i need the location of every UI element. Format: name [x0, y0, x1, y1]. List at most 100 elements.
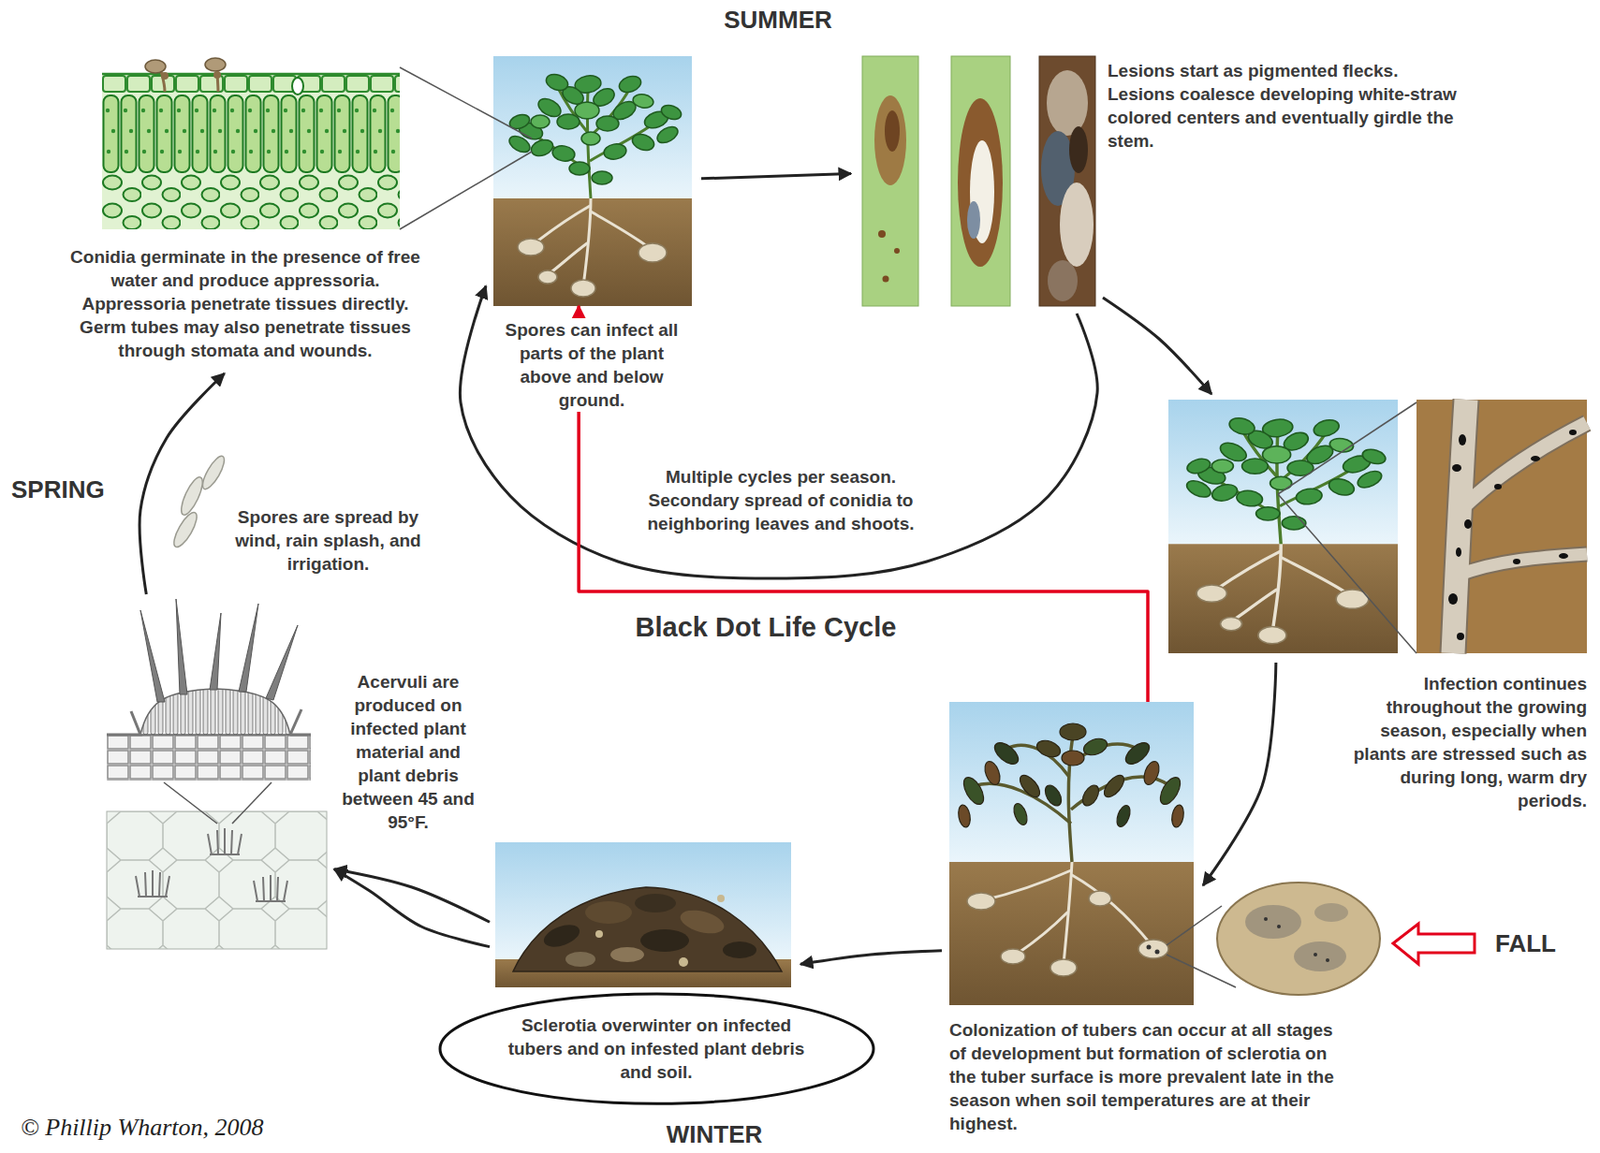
- plant-debris: [585, 901, 632, 925]
- cycle-arrow: [139, 373, 225, 595]
- cycle-arrow: [1203, 662, 1277, 886]
- stem-closeup: [1458, 434, 1467, 446]
- acervuli-surface: [106, 811, 327, 950]
- infection-stage: Spores can infect all parts of the plant…: [493, 56, 692, 307]
- stem-lesions: [1059, 182, 1094, 267]
- conidia-stage: Conidia germinate in the presence of fre…: [58, 58, 437, 367]
- leaf-cross-section: [102, 58, 400, 230]
- acervuli-surface: [106, 811, 327, 950]
- leader-line: [232, 782, 272, 824]
- stem-closeup: [1558, 553, 1569, 559]
- acervulus-section: [140, 610, 165, 703]
- wilting-plant: [983, 862, 1152, 965]
- leader-line: [1277, 494, 1417, 654]
- stem-closeup: [1453, 399, 1467, 654]
- wilting-plant: [1000, 949, 1026, 965]
- wilting-plant: [1088, 891, 1112, 907]
- plant-debris: [495, 842, 792, 988]
- stage-caption: Conidia germinate in the presence of fre…: [58, 245, 433, 363]
- plant-debris: [722, 941, 757, 959]
- stem-closeup: [1530, 455, 1541, 462]
- edge-label: Multiple cycles per season. Secondary sp…: [621, 465, 940, 536]
- leaf-cross-section: [102, 174, 400, 230]
- stem-closeup: [1456, 554, 1587, 576]
- cycle-arrow: [459, 286, 1098, 579]
- wilting-plant: [1170, 804, 1186, 829]
- leaf-cross-section: [213, 71, 221, 79]
- wilting-plant: [949, 862, 1194, 1006]
- leaf-cross-section: [102, 93, 400, 175]
- leader-line: [1166, 906, 1236, 988]
- wilting-plant: [1155, 950, 1160, 955]
- stem-lesions: [874, 95, 907, 186]
- wilting-plant: [1146, 945, 1152, 951]
- wilting-plant: [956, 723, 1186, 829]
- spore-icons: [198, 453, 228, 492]
- leader-line: [1166, 954, 1236, 988]
- stem-closeup: [1464, 519, 1472, 529]
- stage-caption: Infection continues throughout the growi…: [1348, 672, 1587, 813]
- acervulus-section: [238, 603, 259, 692]
- diagram-title: Black Dot Life Cycle: [531, 610, 1000, 645]
- wilting-plant: [967, 893, 996, 911]
- acervuli-surface: [253, 875, 288, 902]
- wilting-plant: [982, 759, 1003, 787]
- wilting-plant: [1121, 738, 1153, 769]
- acervulus-section: [140, 599, 298, 703]
- acervulus-section: [265, 625, 298, 701]
- wilting-plant: [959, 774, 988, 808]
- stage-caption: Lesions start as pigmented flecks. Lesio…: [1107, 58, 1468, 153]
- tuber-closeup: [1325, 958, 1330, 963]
- stem-closeup: [1456, 554, 1587, 576]
- lesion-stage: Lesions start as pigmented flecks. Lesio…: [862, 56, 1096, 307]
- leaf-cross-section: [161, 72, 169, 80]
- wilting-plant: [1156, 774, 1185, 808]
- cycle-arrow: [1102, 297, 1212, 395]
- acervulus-section: [106, 599, 311, 781]
- stage-caption: Acervuli are produced on infected plant …: [337, 670, 480, 835]
- wilting-plant: [1042, 782, 1065, 809]
- plant-debris: [595, 930, 603, 939]
- wilting-plant: [1015, 912, 1068, 955]
- acervulus-section: [106, 709, 311, 735]
- plant-debris: [717, 895, 725, 903]
- tuber-closeup: [1263, 917, 1268, 922]
- stem-lesions: [1046, 70, 1088, 136]
- tuber-closeup: [1217, 882, 1380, 996]
- wilting-plant: [1050, 959, 1077, 977]
- tuber-stage: Colonization of tubers can occur at all …: [949, 702, 1194, 1006]
- leader-line: [1277, 402, 1417, 654]
- stage-caption: Sclerotia overwinter on infected tubers …: [492, 1013, 821, 1085]
- acervuli-surface: [135, 828, 288, 902]
- plant-debris: [677, 906, 727, 939]
- plant-debris: [541, 921, 583, 952]
- wilting-plant: [949, 702, 1194, 1006]
- stem-lesions: [1039, 56, 1096, 307]
- plant-debris: [678, 957, 689, 968]
- stem-closeup: [1455, 547, 1462, 558]
- spore-icons: [176, 474, 206, 518]
- stem-lesions: [862, 56, 1096, 307]
- stem-closeup: [1453, 399, 1587, 654]
- acervuli-surface: [135, 870, 170, 897]
- stem-lesions: [882, 276, 890, 283]
- stem-closeup: [1512, 558, 1521, 565]
- leader-line: [399, 67, 532, 139]
- cycle-arrow: [800, 951, 942, 966]
- leaf-cross-section: [205, 58, 226, 72]
- wilting-plant: [990, 738, 1022, 769]
- plant-debris: [634, 894, 676, 913]
- stage-caption: Spores can infect all parts of the plant…: [498, 318, 686, 412]
- season-label: FALL: [1495, 929, 1589, 958]
- wilting-plant: [1079, 782, 1102, 809]
- acervuli-stage: Acervuli are produced on infected plant …: [106, 601, 327, 950]
- season-label: WINTER: [620, 1121, 808, 1148]
- stem-closeup: [1452, 464, 1462, 472]
- wilting-plant: [1071, 875, 1152, 946]
- stem-closeup: [1460, 423, 1587, 511]
- tuber-closeup: [1217, 882, 1380, 996]
- tuber-closeup: [1293, 941, 1347, 972]
